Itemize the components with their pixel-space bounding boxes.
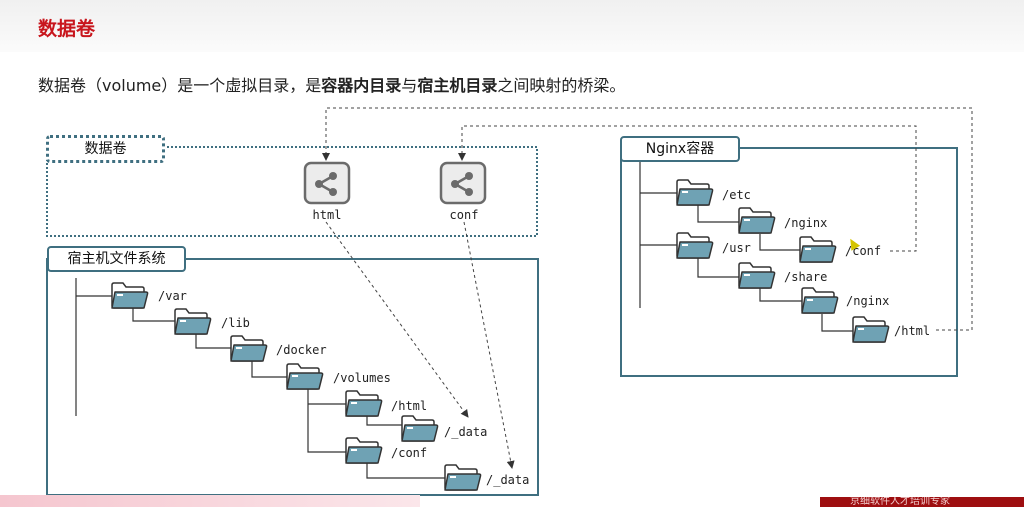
arrow-html-to-host: [325, 221, 469, 418]
host-folder-html: /html: [391, 399, 427, 413]
arrow-container-html-to-volume: [322, 107, 973, 331]
host-tree-lines: [75, 278, 445, 479]
volume-label-conf: conf: [450, 208, 479, 222]
container-folder-share-nginx: /nginx: [846, 294, 889, 308]
host-folder-conf: /conf: [391, 446, 427, 460]
folder-icon: [111, 282, 149, 309]
folder-icon: [676, 179, 714, 206]
subtitle-part-1: 数据卷（volume）是一个虚拟目录，是: [38, 76, 322, 95]
subtitle-bold-1: 容器内目录: [321, 76, 402, 95]
folder-icon: [401, 415, 439, 442]
container-folder-conf: /conf: [845, 244, 881, 258]
container-box-label: Nginx容器: [620, 136, 740, 162]
folder-icon: [799, 236, 837, 263]
container-folder-usr: /usr: [722, 241, 751, 255]
host-folder-var: /var: [158, 289, 187, 303]
folder-icon: [174, 308, 212, 335]
folder-icon: [345, 390, 383, 417]
subtitle: 数据卷（volume）是一个虚拟目录，是容器内目录与宿主机目录之间映射的桥梁。: [38, 72, 625, 96]
folder-icon: [286, 363, 324, 390]
subtitle-bold-2: 宿主机目录: [417, 76, 498, 95]
folder-icon: [444, 464, 482, 491]
folder-icon: [345, 437, 383, 464]
volume-label-html: html: [313, 208, 342, 222]
page-title: 数据卷: [38, 18, 96, 40]
host-box-label: 宿主机文件系统: [47, 246, 186, 272]
header-band: [0, 0, 1024, 52]
container-folder-etc: /etc: [722, 188, 751, 202]
volume-frame: [46, 146, 538, 237]
host-folder-docker: /docker: [276, 343, 327, 357]
arrow-container-conf-to-volume: [458, 125, 917, 252]
folder-icon: [676, 232, 714, 259]
host-folder-volumes: /volumes: [333, 371, 391, 385]
host-folder-html-data: /_data: [444, 425, 487, 439]
html-volume-icon: [303, 161, 351, 205]
container-folder-share: /share: [784, 270, 827, 284]
folder-icon: [738, 207, 776, 234]
container-folder-html: /html: [894, 324, 930, 338]
folder-icon: [801, 287, 839, 314]
mapping-arrows: [322, 107, 973, 469]
folder-icon: [230, 335, 268, 362]
host-folder-conf-data: /_data: [486, 473, 529, 487]
container-frame: [620, 147, 958, 377]
volume-box-label: 数据卷: [46, 135, 165, 163]
folder-icon: [852, 316, 890, 343]
brand-banner: 京细软件人才培训专家: [820, 497, 1024, 507]
conf-volume-icon: [439, 161, 487, 205]
folder-icon: [738, 262, 776, 289]
bottom-decoration: [0, 495, 420, 507]
subtitle-part-2: 与: [401, 76, 418, 95]
host-folder-lib: /lib: [221, 316, 250, 330]
container-tree-lines: [639, 162, 853, 332]
subtitle-part-3: 之间映射的桥梁。: [497, 76, 626, 95]
container-folder-nginx: /nginx: [784, 216, 827, 230]
